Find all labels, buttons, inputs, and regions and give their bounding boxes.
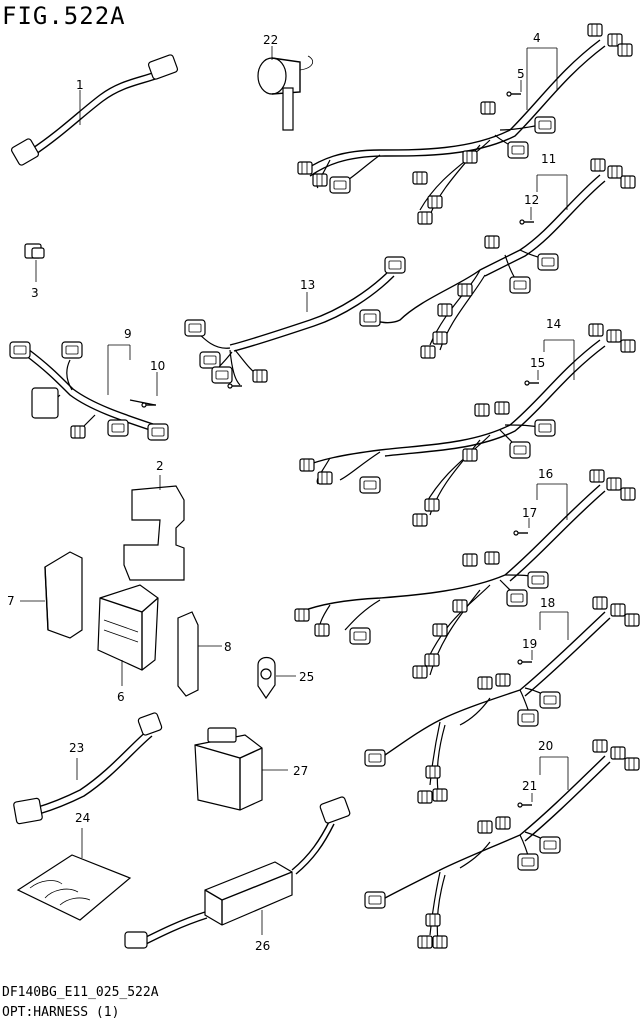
part-11-harness [359, 158, 636, 359]
callout-12: 12 [524, 193, 539, 207]
callout-14: 14 [546, 317, 561, 331]
part-27-relay [194, 727, 288, 811]
part-2-cover [123, 475, 185, 581]
callout-23: 23 [69, 741, 84, 755]
callout-24: 24 [75, 811, 90, 825]
callout-6: 6 [117, 690, 125, 704]
part-24-bag [16, 828, 132, 921]
callout-8: 8 [224, 640, 232, 654]
callout-16: 16 [538, 467, 553, 481]
part-20-harness [364, 739, 640, 949]
callout-3: 3 [31, 286, 39, 300]
callout-2: 2 [156, 459, 164, 473]
part-26-filter [124, 796, 351, 949]
callout-7: 7 [7, 594, 15, 608]
callout-13: 13 [300, 278, 315, 292]
part-25-clamp [257, 656, 296, 700]
callout-22: 22 [263, 33, 278, 47]
part-18-harness [364, 596, 640, 804]
part-3-cap [24, 243, 45, 282]
part-8-bracket [177, 611, 222, 697]
part-13-harness [184, 256, 406, 389]
part-16-harness [294, 469, 636, 679]
figure-title: FIG.522A [2, 2, 126, 30]
callout-4: 4 [533, 31, 541, 45]
callout-10: 10 [150, 359, 165, 373]
callout-20: 20 [538, 739, 553, 753]
part-6-module [97, 584, 159, 686]
part-14-harness [299, 323, 636, 527]
part-22-cap [257, 46, 314, 131]
callout-11: 11 [541, 152, 556, 166]
callout-19: 19 [522, 637, 537, 651]
callout-25: 25 [299, 670, 314, 684]
callout-15: 15 [530, 356, 545, 370]
part-1-harness [10, 54, 179, 166]
part-4-harness [297, 23, 633, 225]
callout-1: 1 [76, 78, 84, 92]
part-9-harness [9, 341, 169, 441]
callout-9: 9 [124, 327, 132, 341]
callout-26: 26 [255, 939, 270, 953]
callout-27: 27 [293, 764, 308, 778]
callout-18: 18 [540, 596, 555, 610]
callout-5: 5 [517, 67, 525, 81]
figure-name: OPT:HARNESS (1) [2, 1005, 120, 1020]
callout-17: 17 [522, 506, 537, 520]
callout-21: 21 [522, 779, 537, 793]
part-7-bracket [20, 551, 83, 639]
part-23-cable [13, 712, 163, 825]
figure-code: DF140BG_E11_025_522A [2, 985, 159, 1000]
